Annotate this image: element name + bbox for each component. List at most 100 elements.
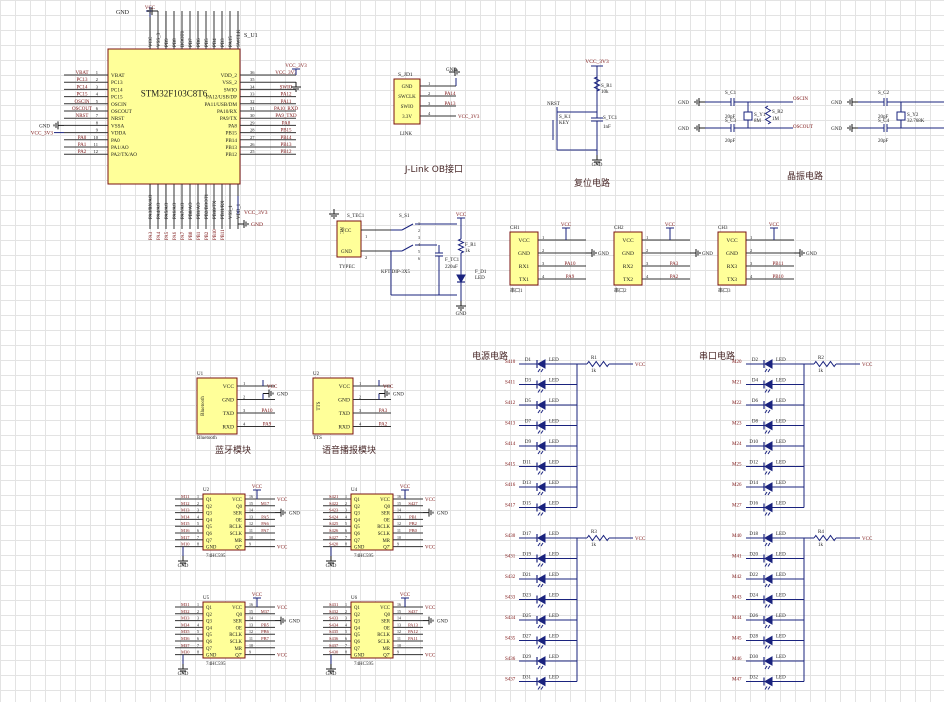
pin-name: RXD — [222, 425, 234, 431]
led-ray — [540, 583, 544, 588]
pin-number: 13 — [397, 622, 401, 627]
reset-title: 复位电路 — [574, 177, 610, 189]
component-value: LED — [475, 276, 485, 281]
net-label: PA13 — [445, 102, 456, 107]
component-value: LED — [776, 379, 786, 384]
led-ray — [764, 430, 768, 434]
pin-number: 28 — [250, 128, 255, 133]
pin-name: PB6 — [197, 38, 202, 47]
pin-number: 14 — [249, 616, 253, 621]
net-label: PB10 — [772, 275, 784, 280]
component-ref: CH2 — [614, 226, 624, 231]
pin-number: 16 — [249, 494, 253, 499]
uart-gnd — [794, 249, 805, 257]
component-value: LED — [776, 461, 786, 466]
pin-name: Q4 — [206, 518, 212, 523]
pin-name: TXD — [223, 411, 234, 417]
pin-name: VSS_1 — [229, 205, 234, 219]
led-ray — [540, 665, 544, 670]
pin-name: MR — [383, 539, 391, 544]
led-ray — [540, 563, 544, 567]
pin-name: BOOT0 — [181, 30, 186, 47]
net-label: M25 — [732, 463, 742, 468]
mcu-gnd-bottom — [238, 220, 249, 228]
net-label: M24 — [732, 442, 742, 447]
pin-number: 3 — [750, 261, 753, 266]
net-label: PB7 — [261, 636, 270, 641]
pin-number: 16 — [397, 494, 401, 499]
pin-number: 8 — [96, 120, 99, 125]
pin-name: Q6 — [354, 532, 360, 537]
led-triangle — [763, 420, 773, 431]
component-ref: S_C3 — [725, 119, 737, 124]
pin-name: GND — [518, 251, 530, 257]
gnd-label: GND — [39, 124, 50, 129]
component-ref: R1 — [591, 356, 597, 361]
led-triangle — [763, 594, 773, 605]
pin-name: OE — [384, 626, 390, 631]
pin-number: 4 — [197, 622, 199, 627]
led-ray — [764, 686, 768, 690]
sr-gnd-left — [326, 664, 336, 674]
led-triangle — [536, 502, 546, 513]
net-label: PB0 — [409, 528, 418, 533]
module-gnd — [263, 389, 274, 398]
pin-number: 1 — [197, 494, 199, 499]
net-label: M23 — [732, 422, 742, 427]
pin-name: PB0/AO — [189, 202, 194, 219]
module-title: 语音播报模块 — [322, 444, 376, 456]
net-label: PA1 — [78, 143, 87, 148]
component-ref: U4 — [351, 488, 358, 493]
component-value: 8M — [754, 119, 762, 124]
typec-footer: TYPEC — [339, 265, 356, 270]
pin-name: PB14 — [225, 138, 237, 144]
pin-number: 1 — [750, 235, 752, 240]
net-label: S427 — [329, 535, 339, 540]
component-ref: U2 — [203, 488, 210, 493]
component-value: LED — [549, 440, 559, 445]
pin-number: 2 — [428, 91, 430, 96]
component-value: LED — [776, 399, 786, 404]
net-label: M32 — [181, 609, 190, 614]
vcc-label: VCC — [277, 606, 288, 611]
net-label: S413 — [505, 422, 516, 427]
pin-name: SER — [381, 512, 391, 517]
led-ray — [537, 368, 541, 373]
net-label: M17 — [261, 501, 270, 506]
led-symbol — [763, 359, 773, 373]
component-value: 20pF — [878, 115, 889, 120]
pin-name: Q1 — [206, 606, 212, 611]
net-label: PA12 — [281, 93, 292, 98]
component-value: 1k — [818, 543, 824, 548]
pin-number: 1 — [96, 70, 98, 75]
pin-name: PA7/AO — [181, 202, 186, 219]
module-body — [196, 377, 238, 435]
pin-number: 4 — [345, 622, 347, 627]
pin-number: 7 — [345, 535, 347, 540]
pin-number: 6 — [197, 528, 199, 533]
component-value: LED — [549, 481, 559, 486]
pin-number: 4 — [345, 514, 347, 519]
led-triangle — [536, 635, 546, 646]
pin-name: Q5 — [206, 525, 212, 530]
component-ref: D27 — [522, 635, 531, 640]
led-resistor — [813, 534, 837, 542]
pin-name: SCLK — [230, 640, 243, 645]
component-ref: S_K1 — [559, 115, 571, 120]
net-label: PA7 — [181, 231, 186, 240]
component-ref: D6 — [752, 399, 759, 404]
pin-number: 11 — [249, 636, 253, 641]
led-triangle — [763, 533, 773, 543]
pin-number: 13 — [249, 622, 253, 627]
led-ray — [767, 604, 771, 608]
vcc-label: VCC — [635, 363, 646, 368]
pin-number: 15 — [249, 501, 253, 506]
crystal-resistor — [764, 105, 772, 125]
pin-number: 1 — [197, 602, 199, 607]
component-ref: D21 — [522, 573, 531, 578]
pin-number: 2 — [542, 248, 544, 253]
sr-gnd-left — [178, 664, 188, 674]
pin-name: Q2 — [206, 505, 212, 510]
component-value: LED — [549, 594, 559, 599]
pin-name: GND — [402, 85, 413, 90]
